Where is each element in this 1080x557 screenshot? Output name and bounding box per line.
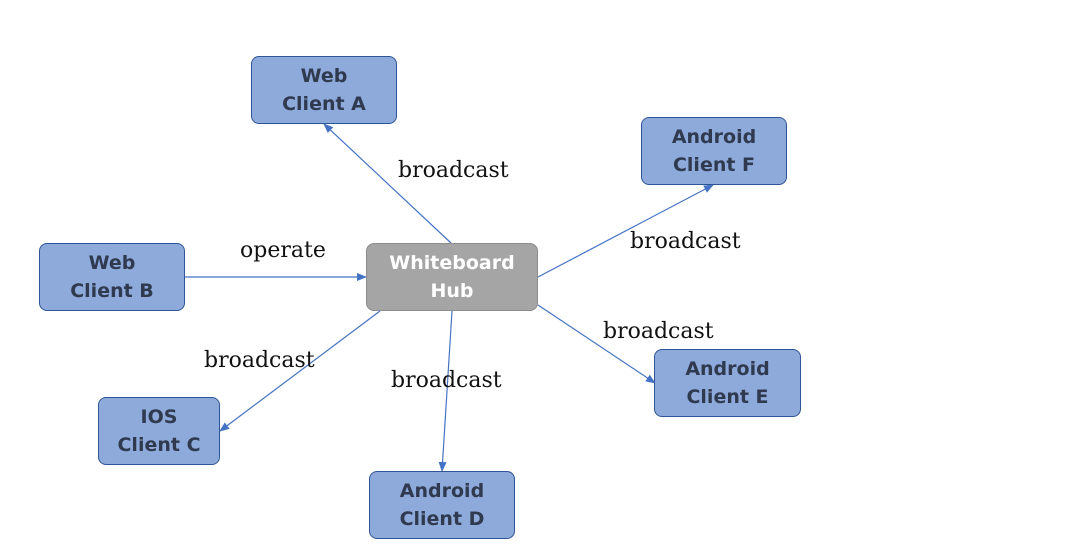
- edge-label-broadcast-android-f: broadcast: [630, 229, 741, 254]
- edge-label-broadcast-android-d: broadcast: [391, 368, 502, 393]
- android-client-d-node: Android Client D: [369, 471, 515, 539]
- edge-label-broadcast-web-a: broadcast: [398, 158, 509, 183]
- edge-hub-to-android-f: [537, 184, 714, 278]
- web-client-b-node: Web Client B: [39, 243, 185, 311]
- ios-client-c-node: IOS Client C: [98, 397, 220, 465]
- edge-hub-to-android-d: [438, 310, 453, 472]
- android-client-f-node: Android Client F: [641, 117, 787, 185]
- android-client-e-node: Android Client E: [654, 349, 801, 417]
- edge-hub-to-web-a: [323, 123, 452, 244]
- edge-label-operate: operate: [240, 238, 326, 263]
- edge-hub-to-android-e: [537, 304, 656, 384]
- edge-label-broadcast-android-e: broadcast: [603, 319, 714, 344]
- web-client-a-node: Web Client A: [251, 56, 397, 124]
- edge-label-broadcast-ios-c: broadcast: [204, 348, 315, 373]
- whiteboard-hub-node: Whiteboard Hub: [366, 243, 538, 311]
- edge-hub-to-ios-c: [219, 310, 381, 432]
